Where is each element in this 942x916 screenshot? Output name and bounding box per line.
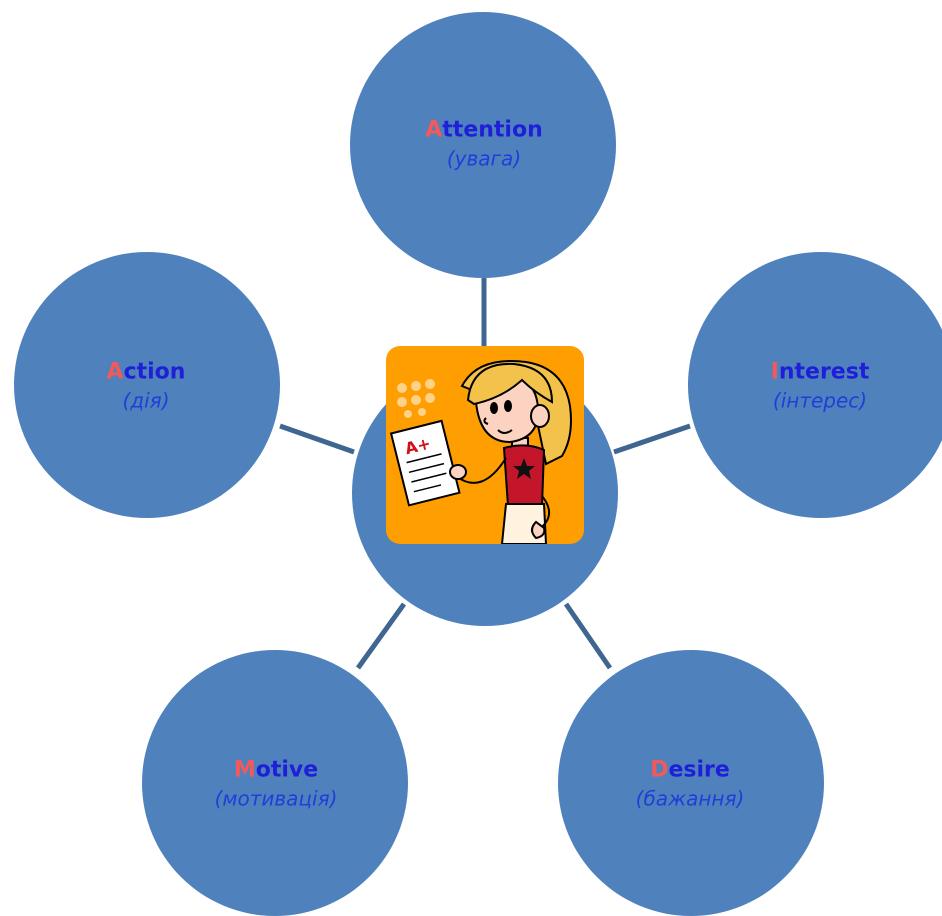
label-motive: Motive (мотивація) bbox=[215, 757, 338, 812]
title-motive: Motive bbox=[233, 757, 319, 783]
connector-action bbox=[279, 423, 355, 455]
label-interest: Interest (інтерес) bbox=[771, 359, 870, 414]
subtitle-motive: (мотивація) bbox=[214, 786, 338, 811]
node-motive bbox=[142, 650, 408, 916]
title-action: Action bbox=[106, 359, 186, 385]
subtitle-interest: (інтерес) bbox=[772, 388, 868, 413]
title-desire: Desire bbox=[650, 757, 730, 783]
title-attention: Attention bbox=[425, 117, 543, 143]
node-action bbox=[14, 252, 280, 518]
connector-motive bbox=[355, 602, 407, 670]
title-interest: Interest bbox=[770, 359, 870, 385]
label-desire: Desire (бажання) bbox=[636, 757, 745, 812]
connector-desire bbox=[563, 602, 613, 670]
label-attention: Attention (увага) bbox=[425, 117, 542, 172]
node-desire bbox=[558, 650, 824, 916]
node-interest bbox=[688, 252, 942, 518]
label-action: Action (дія) bbox=[107, 359, 186, 414]
connector-interest bbox=[613, 423, 691, 455]
subtitle-action: (дія) bbox=[122, 388, 170, 413]
student-illustration: A+ bbox=[386, 346, 584, 544]
node-attention bbox=[350, 12, 616, 278]
subtitle-attention: (увага) bbox=[446, 146, 522, 171]
subtitle-desire: (бажання) bbox=[635, 786, 745, 811]
